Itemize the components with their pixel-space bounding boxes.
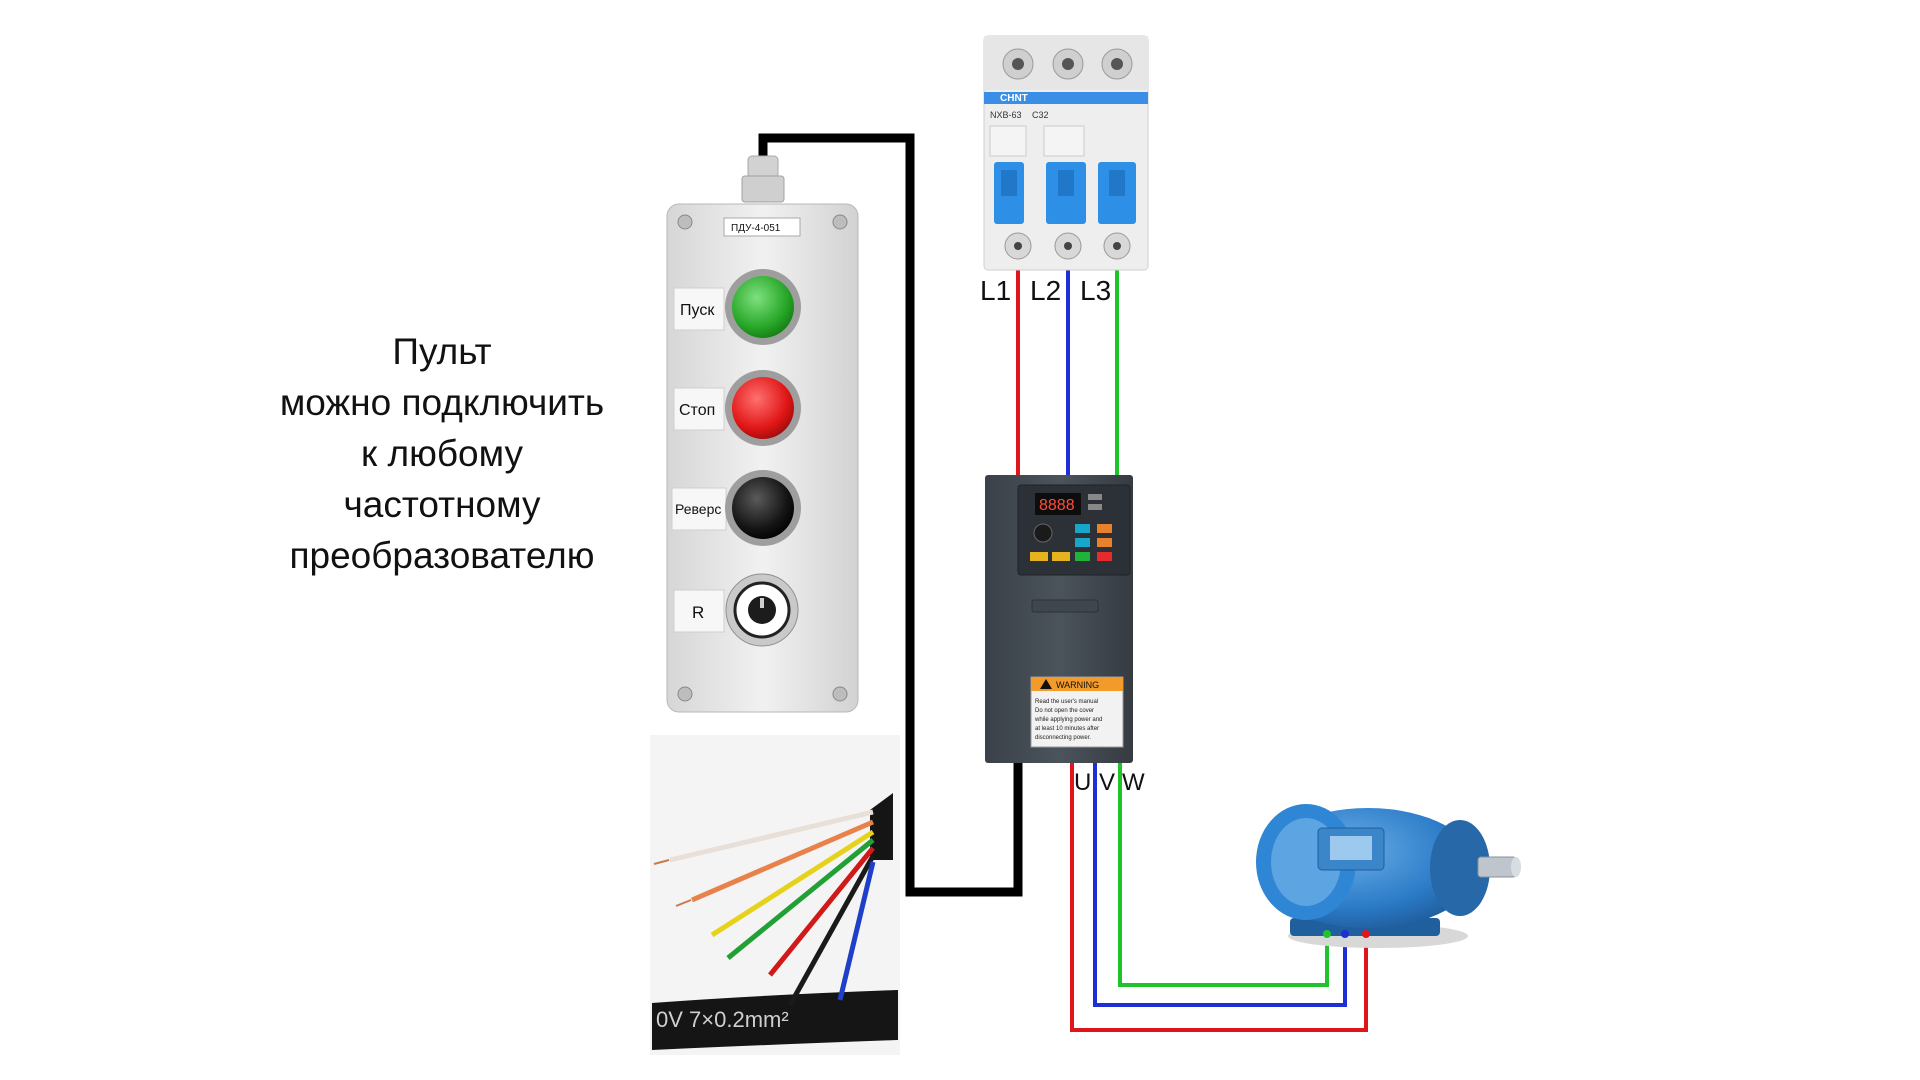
vfd-run-key[interactable] (1075, 552, 1090, 561)
warning-title: WARNING (1056, 680, 1099, 690)
vfd-key[interactable] (1052, 552, 1070, 561)
output-u-label: U (1074, 769, 1091, 796)
terminal-l1-label: L1 (980, 275, 1011, 306)
control-wire (758, 133, 1023, 897)
vfd-key[interactable] (1075, 524, 1090, 533)
vfd-knob[interactable] (1033, 523, 1053, 543)
electric-motor (1256, 804, 1521, 948)
warning-line: Read the user's manual (1035, 699, 1098, 705)
warning-line: Do not open the cover (1035, 708, 1094, 714)
reverse-button[interactable] (732, 477, 794, 539)
vfd-stop-key[interactable] (1097, 552, 1112, 561)
caption-line: частотному (343, 484, 541, 525)
caption-line: можно подключить (279, 382, 605, 423)
stop-button[interactable] (732, 377, 794, 439)
terminal-l3-label: L3 (1080, 275, 1111, 306)
circuit-breaker: CHNT NXB-63 C32 (983, 35, 1149, 271)
breaker-model: NXB-63 (990, 110, 1022, 120)
cable-print: 0V 7×0.2mm² (656, 1007, 789, 1032)
potentiometer-knob[interactable] (748, 596, 776, 624)
breaker-rating: C32 (1032, 110, 1049, 120)
vfd-key[interactable] (1097, 538, 1112, 547)
vfd-display-digits: 8888 (1039, 497, 1075, 514)
control-box: ПДУ-4-051 Пуск Стоп Реверс R (666, 155, 859, 713)
caption-line: к любому (361, 433, 523, 474)
warning-line: disconnecting power. (1035, 735, 1091, 741)
caption-line: преобразователю (289, 535, 595, 576)
cable-photo: 0V 7×0.2mm² (650, 735, 900, 1055)
vfd-key[interactable] (1097, 524, 1112, 533)
frequency-inverter: 8888 WARNING Read the user's manual Do n… (985, 475, 1133, 763)
potentiometer-label: R (692, 603, 704, 622)
terminal-l2-label: L2 (1030, 275, 1061, 306)
start-button[interactable] (732, 276, 794, 338)
vfd-key[interactable] (1075, 538, 1090, 547)
output-v-label: V (1099, 769, 1115, 796)
stop-button-label: Стоп (679, 402, 715, 419)
wire-v (1093, 760, 1347, 1007)
reverse-button-label: Реверс (675, 501, 721, 517)
control-box-model: ПДУ-4-051 (731, 223, 781, 234)
output-w-label: W (1122, 769, 1145, 796)
breaker-brand: CHNT (1000, 93, 1028, 104)
caption: Пульт можно подключить к любому частотно… (232, 326, 652, 581)
warning-line: while applying power and (1034, 717, 1102, 723)
wire-w (1118, 760, 1329, 987)
vfd-display (1035, 493, 1081, 515)
wire-u (1070, 760, 1368, 1032)
caption-line: Пульт (392, 331, 492, 372)
warning-line: at least 10 minutes after (1035, 726, 1099, 732)
vfd-key[interactable] (1030, 552, 1048, 561)
start-button-label: Пуск (680, 302, 715, 319)
